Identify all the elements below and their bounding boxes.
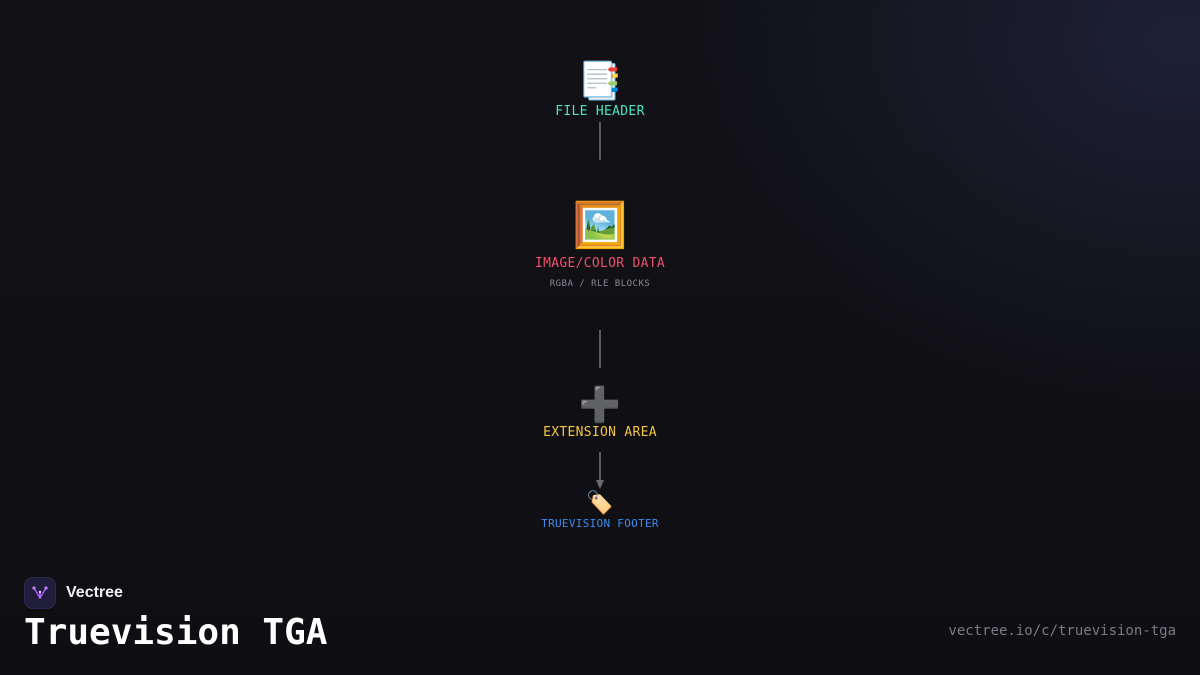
node-sublabel: RGBA / RLE BLOCKS (549, 279, 651, 289)
node-label: EXTENSION AREA (543, 425, 657, 440)
connector-line (599, 330, 601, 368)
page-title: Truevision TGA (24, 612, 328, 653)
node-label: FILE HEADER (555, 104, 645, 119)
page-url[interactable]: vectree.io/c/truevision-tga (948, 623, 1176, 639)
node-image-color-data: 🖼️ IMAGE/COLOR DATA RGBA / RLE BLOCKS (0, 200, 1200, 290)
connector-line (599, 122, 601, 160)
node-label: TRUEVISION FOOTER (541, 517, 659, 530)
node-file-header: 📑 FILE HEADER (0, 61, 1200, 120)
node-truevision-footer: 🏷️ TRUEVISION FOOTER (0, 491, 1200, 531)
tag-icon: 🏷️ (586, 491, 614, 516)
node-label: IMAGE/COLOR DATA (534, 256, 666, 271)
framed-picture-icon: 🖼️ (572, 200, 628, 251)
vectree-logo-icon (24, 577, 56, 609)
brand[interactable]: Vectree (24, 577, 123, 609)
connector-arrowhead (596, 480, 604, 489)
brand-name: Vectree (66, 584, 123, 601)
plus-icon: ➕ (578, 385, 622, 425)
bookmark-tabs-icon: 📑 (577, 61, 623, 102)
node-extension-area: ➕ EXTENSION AREA (0, 388, 1200, 440)
connector-line (599, 452, 601, 480)
